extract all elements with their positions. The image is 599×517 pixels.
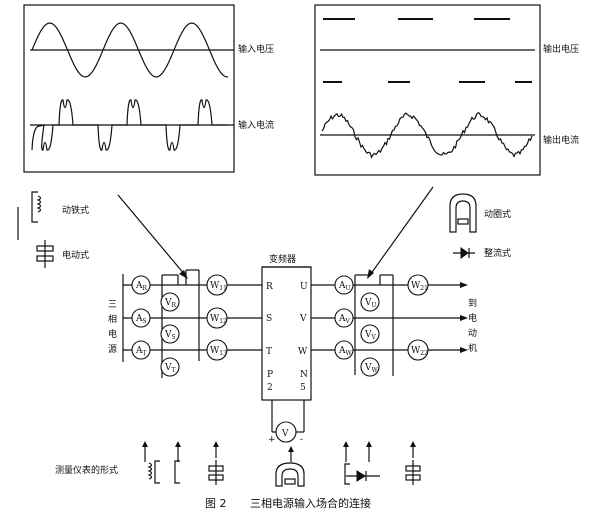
terminal-5: 5: [300, 383, 306, 393]
terminal-n: N: [300, 370, 308, 380]
output-ammeter-w: AW: [334, 340, 354, 360]
input-voltmeter-t: VT: [160, 357, 180, 377]
figure-caption: 三相电源输入场合的连接: [250, 496, 371, 510]
rectifier-label: 整流式: [484, 247, 511, 259]
moving-coil-label: 动圈式: [484, 208, 511, 220]
input-voltage-wave: [31, 22, 229, 78]
to-motor-label: 到 电 动 机: [468, 297, 480, 354]
output-voltmeter-u: VU: [360, 292, 380, 312]
svg-text:V: V: [281, 429, 289, 439]
svg-text:VU: VU: [364, 298, 377, 309]
input-ammeter-s: AS: [131, 308, 151, 328]
terminal-t: T: [266, 347, 272, 357]
meter-form-label: 测量仪表的形式: [55, 464, 118, 476]
svg-text:-: -: [300, 435, 303, 445]
figure-number: 图 2: [205, 497, 227, 510]
input-voltmeter-s: VS: [160, 324, 180, 344]
output-current-wave: [321, 112, 533, 159]
input-ammeter-r: AR: [131, 275, 151, 295]
input-voltage-label: 输入电压: [238, 43, 274, 55]
terminal-s: S: [266, 314, 272, 324]
input-panel-frame: [23, 4, 235, 173]
svg-text:W13: W13: [210, 346, 227, 357]
electrodynamic-symbol: [36, 240, 54, 268]
output-wattmeter-21: W21: [407, 274, 429, 296]
svg-text:W22: W22: [411, 346, 428, 357]
svg-text:W21: W21: [411, 281, 428, 292]
output-panel-frame: [314, 4, 541, 176]
input-wattmeter-12: W12: [206, 307, 228, 329]
svg-text:AR: AR: [135, 281, 148, 292]
svg-text:VT: VT: [164, 363, 176, 374]
output-ammeter-u: AU: [334, 275, 354, 295]
output-panel-arrow: [367, 186, 434, 279]
terminal-2: 2: [267, 383, 273, 393]
input-wattmeter-11: W11: [206, 274, 228, 296]
input-current-wave: [31, 99, 228, 151]
svg-text:AW: AW: [338, 346, 353, 357]
form-electrodynamic: [208, 460, 224, 485]
svg-text:W11: W11: [210, 281, 227, 292]
input-waveform-panel: [23, 4, 235, 173]
svg-text:AS: AS: [135, 314, 147, 325]
moving-iron-symbol: [17, 191, 42, 240]
input-wattmeter-13: W13: [206, 339, 228, 361]
form-moving-iron-1: [147, 460, 160, 484]
rectifier-symbol: [453, 247, 475, 259]
output-waveform-panel: [314, 4, 541, 176]
inverter-title: 变频器: [269, 253, 296, 265]
svg-text:W12: W12: [210, 314, 227, 325]
output-voltage-label: 输出电压: [543, 43, 579, 55]
terminal-v: V: [299, 314, 307, 324]
form-moving-iron-2: [174, 460, 180, 484]
terminal-r: R: [266, 282, 273, 292]
svg-text:+: +: [268, 435, 276, 445]
output-voltage-pulses: [320, 18, 535, 83]
output-current-label: 输出电流: [543, 134, 579, 146]
svg-text:AT: AT: [135, 346, 147, 357]
output-voltmeter-v: VV: [360, 324, 380, 344]
input-ammeter-t: AT: [131, 340, 151, 360]
terminal-w: W: [298, 347, 308, 357]
dc-link-voltmeter: V + -: [268, 400, 305, 445]
svg-text:VW: VW: [364, 363, 379, 374]
form-moving-coil: [275, 462, 305, 487]
form-rectifier: [344, 463, 380, 485]
output-phase-lines: [311, 274, 468, 376]
form-arrows: [142, 441, 416, 462]
moving-iron-label: 动铁式: [62, 204, 89, 216]
moving-coil-symbol: [449, 193, 477, 233]
input-voltmeter-r: VR: [160, 292, 180, 312]
form-electrodynamic-2: [405, 460, 421, 485]
three-phase-source-label: 三 相 电 源: [108, 300, 120, 355]
input-panel-arrow: [117, 194, 188, 279]
output-ammeter-v: AV: [334, 308, 354, 328]
output-voltmeter-w: VW: [360, 357, 380, 377]
svg-text:VV: VV: [364, 330, 377, 341]
svg-text:VS: VS: [164, 330, 176, 341]
svg-text:AV: AV: [338, 314, 351, 325]
inverter-box: [261, 266, 312, 401]
input-current-label: 输入电流: [238, 119, 274, 131]
electrodynamic-label: 电动式: [62, 249, 89, 261]
svg-text:AU: AU: [338, 281, 351, 292]
output-wattmeter-22: W22: [407, 339, 429, 361]
terminal-u: U: [300, 282, 308, 292]
terminal-p: P: [267, 370, 273, 380]
svg-text:VR: VR: [164, 298, 177, 309]
